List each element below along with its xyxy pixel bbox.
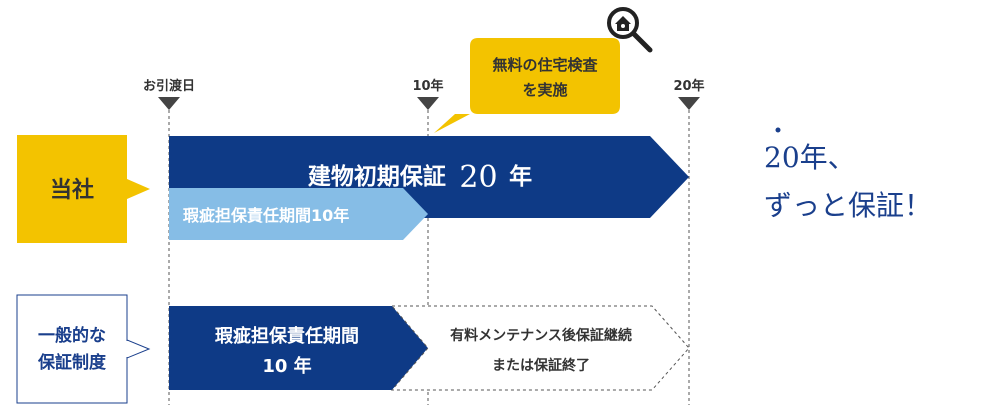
company-sub-bar — [169, 188, 428, 240]
house-magnifier-icon — [607, 7, 653, 53]
company-label-box — [17, 135, 127, 243]
headline-emphasis-dot — [775, 127, 781, 133]
timeline-20y-label: 20年 — [673, 78, 704, 94]
general-dashed-line2: または保証終了 — [492, 357, 590, 374]
company-main-bar-number: 20 — [459, 160, 497, 195]
general-bar-line2: 10 年 — [262, 355, 311, 377]
company-label: 当社 — [50, 177, 94, 203]
general-dashed-arrow — [390, 305, 690, 391]
general-navy-bar — [169, 306, 428, 390]
general-bar-line1: 瑕疵担保責任期間 — [215, 325, 359, 347]
company-main-bar-suffix: 年 — [509, 163, 532, 190]
general-label-pointer — [126, 339, 151, 359]
headline-line2: ずっと保証！ — [764, 189, 932, 222]
timeline-start-label: お引渡日 — [143, 78, 195, 94]
inspection-bubble: 無料の住宅検査 を実施 — [434, 38, 620, 133]
general-label-line1: 一般的な — [38, 325, 106, 346]
timeline-10y-label: 10年 — [412, 78, 443, 94]
timeline-20y-marker — [678, 97, 700, 110]
company-sub-bar-text: 瑕疵担保責任期間10年 — [183, 206, 349, 225]
timeline-10y-marker — [417, 97, 439, 110]
general-label-box — [16, 294, 128, 404]
headline: 20年、 ずっと保証！ — [764, 127, 932, 222]
company-label-pointer — [127, 179, 150, 199]
headline-line1: 20年、 — [764, 141, 856, 174]
general-label-line2: 保証制度 — [37, 352, 107, 373]
timeline-start-marker — [158, 97, 180, 110]
general-dashed-line1: 有料メンテナンス後保証継続 — [450, 327, 632, 344]
company-main-bar-text: 建物初期保証 20 年 — [308, 160, 532, 195]
company-main-bar-prefix: 建物初期保証 — [308, 163, 446, 190]
inspection-text-line2: を実施 — [522, 81, 567, 99]
inspection-text-line1: 無料の住宅検査 — [492, 56, 598, 74]
